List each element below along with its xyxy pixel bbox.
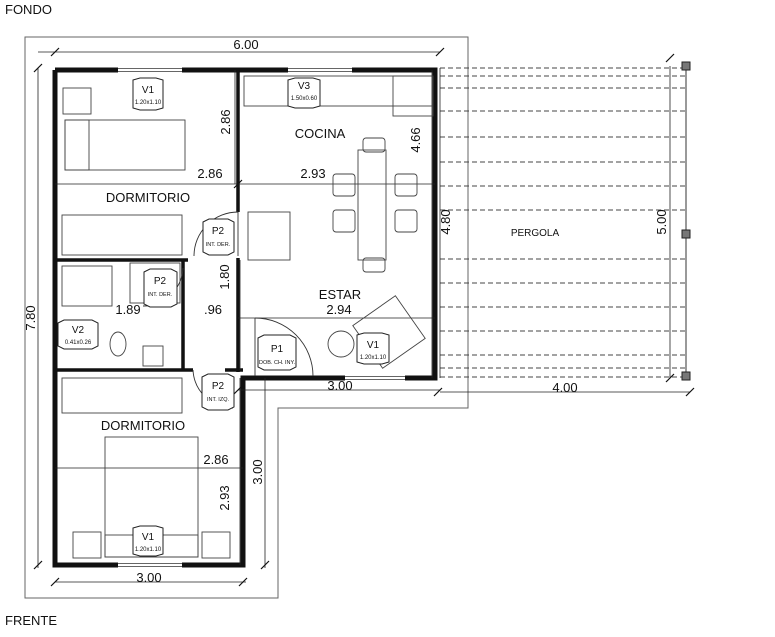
dim-lower-wing-height: 3.00 [250, 459, 265, 484]
wardrobe-top [61, 214, 183, 256]
orientation-top-label: FONDO [5, 2, 52, 17]
dim-bottom-width: 3.00 [136, 570, 161, 585]
tag-v1-top-code: V1 [142, 85, 155, 96]
tag-v1-top-size: 1.20x1.10 [135, 100, 162, 106]
tag-p2-top [202, 218, 235, 256]
tag-p1-size: DOB. CH. INY. [259, 360, 295, 366]
counter [243, 75, 433, 107]
tag-v2 [57, 319, 99, 350]
dim-hall-w: .96 [204, 302, 222, 317]
tag-v1-top [132, 77, 164, 111]
side-table [327, 330, 355, 358]
furniture [61, 75, 434, 559]
dim-dorm-bottom-w: 2.86 [203, 452, 228, 467]
interior-walls [55, 70, 243, 372]
dimension-lines [37, 51, 690, 583]
tag-v1-estar [356, 332, 390, 365]
dimension-text: 6.00 7.80 4.80 5.00 4.00 3.00 3.00 3.00 … [23, 37, 669, 585]
tag-v3-code: V3 [298, 81, 311, 92]
stove [392, 75, 434, 117]
dim-estar-w: 2.94 [326, 302, 351, 317]
tag-p2-bottom-code: P2 [212, 381, 225, 392]
tag-p1 [257, 334, 297, 371]
dim-dorm-top-h: 2.86 [218, 109, 233, 134]
window-openings [118, 67, 405, 568]
room-labels: DORMITORIO DORMITORIO COCINA ESTAR PERGO… [101, 126, 560, 433]
basin [142, 345, 164, 367]
dim-right-height: 4.80 [438, 209, 453, 234]
room-label-cocina: COCINA [295, 126, 346, 141]
dim-pergola-width: 4.00 [552, 380, 577, 395]
dim-dorm-bottom-h: 2.93 [217, 485, 232, 510]
toilet [109, 331, 127, 357]
fridge [247, 211, 291, 261]
orientation-bottom-label: FRENTE [5, 613, 57, 628]
tag-p2-top-code: P2 [212, 226, 225, 237]
dim-hall-h: 1.80 [217, 264, 232, 289]
exterior-walls [52, 67, 438, 568]
dim-kitchen-h: 4.66 [408, 127, 423, 152]
dim-kitchen-w: 2.93 [300, 166, 325, 181]
dim-overall-height: 7.80 [23, 305, 38, 330]
opening-tags [57, 77, 390, 557]
tag-v1-bottom [132, 525, 164, 557]
tag-v1-bottom-code: V1 [142, 532, 155, 543]
dim-pergola-depth: 5.00 [654, 209, 669, 234]
dim-living-width: 3.00 [327, 378, 352, 393]
tag-p2-bottom-size: INT. IZQ. [207, 397, 229, 403]
dim-dorm-top-w: 2.86 [197, 166, 222, 181]
room-label-dormitorio-top: DORMITORIO [106, 190, 190, 205]
tag-v3 [287, 77, 321, 109]
tag-p2-bath [143, 268, 178, 308]
dim-bath-w: 1.89 [115, 302, 140, 317]
tag-v1-estar-code: V1 [367, 340, 380, 351]
tag-p2-bath-size: INT. DER. [148, 292, 173, 298]
opening-tag-text: V1 1.20x1.10 V3 1.50x0.60 V2 0.41x0.26 V… [65, 81, 387, 553]
nightstand-bottom-right [201, 531, 231, 559]
room-label-pergola: PERGOLA [511, 228, 560, 239]
site-outline [24, 36, 469, 599]
tag-p1-code: P1 [271, 344, 284, 355]
wardrobe-bottom [61, 377, 183, 414]
tag-v1-estar-size: 1.20x1.10 [360, 355, 387, 361]
dining-table [357, 149, 387, 261]
tag-v2-size: 0.41x0.26 [65, 340, 92, 346]
nightstand-top [62, 87, 92, 115]
tag-p2-top-size: INT. DER. [206, 242, 231, 248]
window-glass-lines [118, 68, 405, 567]
pergola-posts [681, 61, 691, 381]
bathtub [61, 265, 113, 307]
tag-v2-code: V2 [72, 325, 85, 336]
pergola-slats [440, 67, 688, 378]
room-label-dormitorio-bottom: DORMITORIO [101, 418, 185, 433]
tag-p2-bath-code: P2 [154, 276, 167, 287]
tag-v1-bottom-size: 1.20x1.10 [135, 547, 162, 553]
dim-overall-width: 6.00 [233, 37, 258, 52]
dimension-ticks [33, 47, 695, 587]
nightstand-bottom-left [72, 531, 102, 559]
tag-v3-size: 1.50x0.60 [291, 96, 318, 102]
tag-p2-bottom [201, 373, 235, 411]
dining-chairs [332, 137, 418, 273]
bed-top [64, 119, 186, 171]
room-label-estar: ESTAR [319, 287, 361, 302]
